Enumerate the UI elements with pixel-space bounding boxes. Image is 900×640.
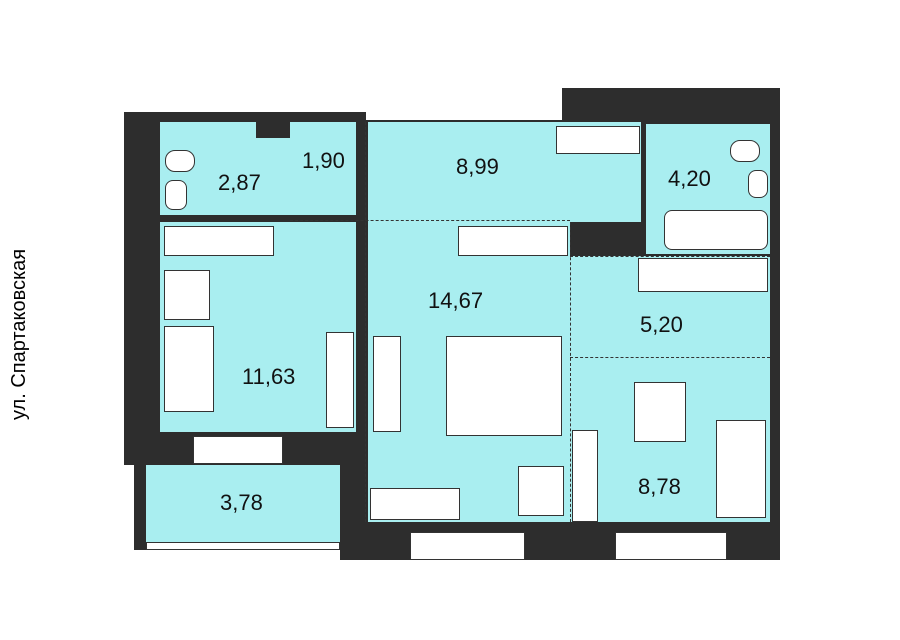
toilet-icon [730,140,760,162]
bed-icon [164,326,214,412]
window [410,532,525,560]
divider [290,220,570,221]
area-kitchen: 5,20 [640,312,683,337]
wall-balcony-side [134,455,146,550]
wall-top-right [562,88,780,128]
wardrobe-icon [458,226,568,256]
street-label: ул. Спартаковская [8,248,30,420]
window [193,436,283,464]
tv-stand-icon [572,430,598,522]
armchair-icon [518,466,564,516]
area-bedroom-left: 11,63 [242,364,296,389]
area-hall: 1,90 [302,148,345,173]
desk-icon [326,332,354,428]
divider [570,256,770,257]
armchair-icon [164,270,210,320]
sink-icon [748,170,768,198]
wardrobe-icon [556,126,640,154]
wardrobe-icon [164,226,274,256]
area-wc: 2,87 [218,170,261,195]
sofa-icon [716,420,766,518]
window [615,532,727,560]
area-bathroom: 4,20 [668,166,711,191]
divider [365,122,366,522]
area-corridor: 8,99 [456,154,499,179]
double-bed-icon [446,336,562,436]
divider [570,357,770,358]
bathtub-icon [664,210,768,250]
sink-icon [165,180,187,210]
balcony-rail [146,542,340,550]
area-living: 8,78 [638,474,681,499]
desk-icon [370,488,460,520]
divider [570,222,571,522]
dining-table-icon [634,382,686,442]
wc-notch [256,138,290,215]
room-hall [290,122,356,215]
kitchen-counter-icon [638,258,768,292]
room-balcony [146,465,340,548]
toilet-icon [165,150,195,172]
desk-icon [373,336,401,432]
area-balcony: 3,78 [220,490,263,515]
area-bedroom-main: 14,67 [428,288,484,313]
